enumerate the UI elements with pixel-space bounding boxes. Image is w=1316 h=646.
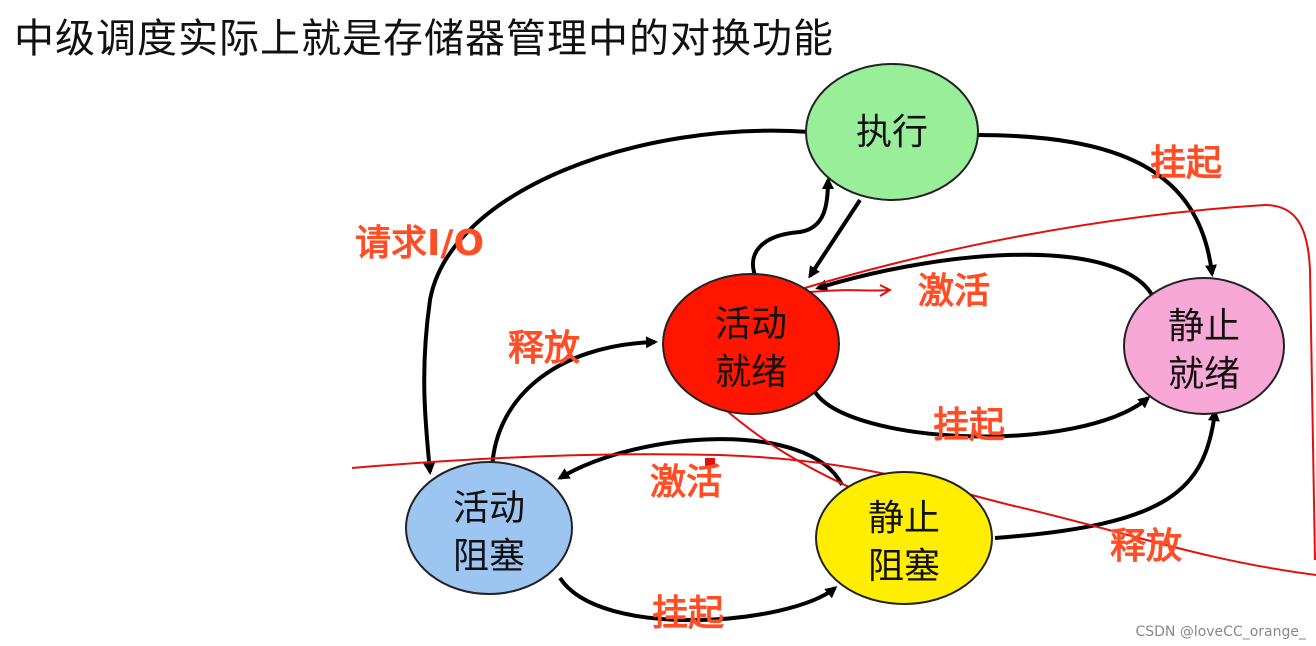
edge-static-ready-to-active-ready <box>815 252 1154 297</box>
label-suspend-execute: 挂起 <box>1150 143 1223 184</box>
node-execute: 执行 <box>805 63 979 201</box>
node-static-blocked-label-line1: 静止 <box>868 498 940 539</box>
edge-active-blocked-to-active-ready <box>489 336 658 479</box>
label-activate-blocked: 激活 <box>650 462 722 503</box>
node-static-ready-shape <box>1123 277 1285 415</box>
edge-execute-to-static-ready <box>974 133 1217 277</box>
edge-execute-to-active-ready <box>808 198 862 279</box>
annotation-line-diagonal <box>719 404 861 493</box>
label-request-io: 请求I/O <box>355 223 484 264</box>
annotation-line-bottom <box>351 453 1316 576</box>
node-active-blocked-shape <box>405 461 573 595</box>
node-active-blocked-label-line2: 阻塞 <box>453 536 525 577</box>
node-active-blocked: 活动 阻塞 <box>405 461 573 595</box>
node-active-ready-shape <box>662 273 840 415</box>
node-static-ready-label-line1: 静止 <box>1168 306 1240 347</box>
label-suspend-blocked: 挂起 <box>652 593 725 634</box>
node-static-ready-label-line2: 就绪 <box>1168 354 1240 395</box>
diagram-title: 中级调度实际上就是存储器管理中的对换功能 <box>14 16 834 62</box>
label-release-static: 释放 <box>1110 526 1182 567</box>
node-active-ready: 活动 就绪 <box>662 273 840 415</box>
watermark: CSDN @loveCC_orange_ <box>1135 624 1306 640</box>
node-active-blocked-label-line1: 活动 <box>453 488 525 529</box>
node-execute-label: 执行 <box>856 112 928 153</box>
node-static-ready: 静止 就绪 <box>1123 277 1285 415</box>
node-execute-shape <box>805 63 979 201</box>
label-suspend-ready: 挂起 <box>933 405 1006 446</box>
node-static-blocked: 静止 阻塞 <box>815 471 993 605</box>
label-release-blocked: 释放 <box>508 328 580 369</box>
edge-active-ready-to-execute <box>751 177 834 281</box>
edge-static-blocked-to-static-ready <box>994 409 1220 540</box>
annotation-strokes <box>351 203 1316 576</box>
edge-active-ready-to-static-ready <box>813 390 1151 439</box>
node-active-ready-label-line1: 活动 <box>715 304 787 345</box>
label-activate-ready: 激活 <box>918 271 990 312</box>
annotation-marker <box>705 458 715 468</box>
annotation-line-top <box>797 203 1316 561</box>
annotation-arrow-activate <box>809 284 893 297</box>
node-active-ready-label-line2: 就绪 <box>715 352 787 393</box>
edge-execute-to-active-blocked <box>422 128 811 475</box>
edge-active-blocked-to-static-blocked <box>558 576 838 623</box>
node-static-blocked-shape <box>815 471 993 605</box>
node-static-blocked-label-line2: 阻塞 <box>868 546 940 587</box>
